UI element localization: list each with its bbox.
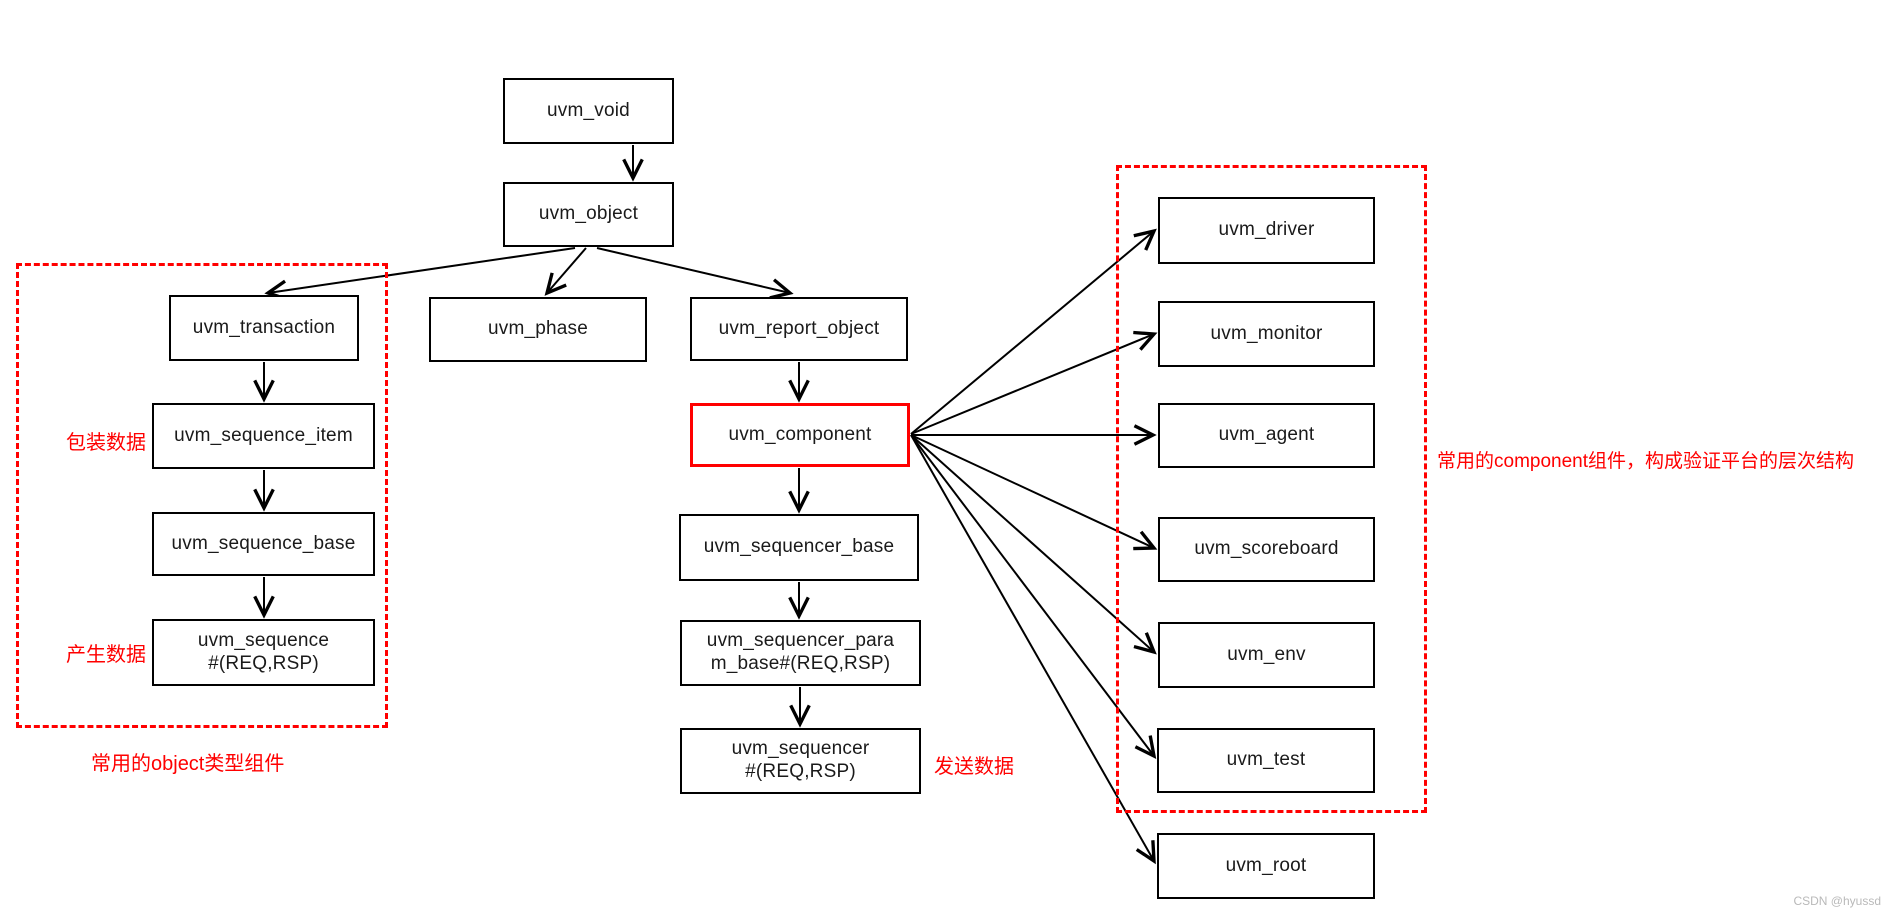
- node-uvm_phase: uvm_phase: [429, 297, 647, 362]
- node-label: uvm_sequencer_para: [706, 630, 895, 652]
- node-label: uvm_monitor: [1210, 322, 1323, 344]
- node-uvm_object: uvm_object: [503, 182, 674, 247]
- node-label: uvm_root: [1225, 854, 1307, 876]
- component-group-caption: 常用的component组件，构成验证平台的层次结构: [1437, 451, 1855, 472]
- node-label: uvm_transaction: [192, 316, 336, 338]
- node-uvm_scoreboard: uvm_scoreboard: [1158, 517, 1375, 582]
- node-label: uvm_driver: [1218, 219, 1315, 241]
- node-label: uvm_report_object: [718, 317, 880, 339]
- object-group-caption: 常用的object类型组件: [91, 753, 285, 775]
- node-label: uvm_component: [728, 423, 872, 445]
- node-uvm_root: uvm_root: [1157, 833, 1375, 899]
- node-label: uvm_sequence: [197, 629, 330, 651]
- node-uvm_transaction: uvm_transaction: [169, 295, 359, 361]
- node-uvm_component: uvm_component: [690, 403, 910, 467]
- send-data-label: 发送数据: [934, 756, 1014, 778]
- node-uvm_sequence_item: uvm_sequence_item: [152, 403, 375, 469]
- node-label: uvm_sequencer: [731, 738, 870, 760]
- node-label: uvm_sequence_base: [171, 532, 356, 554]
- node-uvm_report_object: uvm_report_object: [690, 297, 908, 361]
- edge-uvm_object-uvm_report_object: [596, 247, 790, 293]
- node-uvm_agent: uvm_agent: [1158, 403, 1375, 468]
- node-uvm_sequencer: uvm_sequencer#(REQ,RSP): [680, 728, 921, 794]
- node-label: uvm_agent: [1218, 424, 1315, 446]
- watermark: CSDN @hyussd: [1793, 894, 1881, 908]
- node-uvm_env: uvm_env: [1158, 622, 1375, 688]
- node-uvm_void: uvm_void: [503, 78, 674, 144]
- node-label: uvm_phase: [487, 318, 589, 340]
- node-label: #(REQ,RSP): [208, 652, 319, 674]
- node-label: uvm_test: [1226, 749, 1306, 771]
- node-uvm_sequencer_base: uvm_sequencer_base: [679, 514, 919, 581]
- node-label: uvm_scoreboard: [1194, 538, 1339, 560]
- produce-data-label: 产生数据: [66, 644, 146, 666]
- node-label: #(REQ,RSP): [745, 761, 856, 782]
- wrap-data-label: 包装数据: [66, 432, 146, 454]
- node-uvm_driver: uvm_driver: [1158, 197, 1375, 264]
- node-label: uvm_env: [1227, 643, 1306, 665]
- node-label: uvm_sequencer_base: [703, 536, 895, 558]
- node-uvm_sequence: uvm_sequence#(REQ,RSP): [152, 619, 375, 686]
- node-label: uvm_void: [547, 99, 630, 121]
- node-uvm_test: uvm_test: [1157, 728, 1375, 793]
- node-label: uvm_sequence_item: [174, 424, 353, 446]
- edge-uvm_object-uvm_phase: [547, 247, 587, 293]
- node-label: m_base#(REQ,RSP): [710, 653, 891, 674]
- object-group-outline: [16, 263, 388, 728]
- node-uvm_sequence_base: uvm_sequence_base: [152, 512, 375, 576]
- node-label: uvm_object: [538, 203, 639, 225]
- node-uvm_monitor: uvm_monitor: [1158, 301, 1375, 367]
